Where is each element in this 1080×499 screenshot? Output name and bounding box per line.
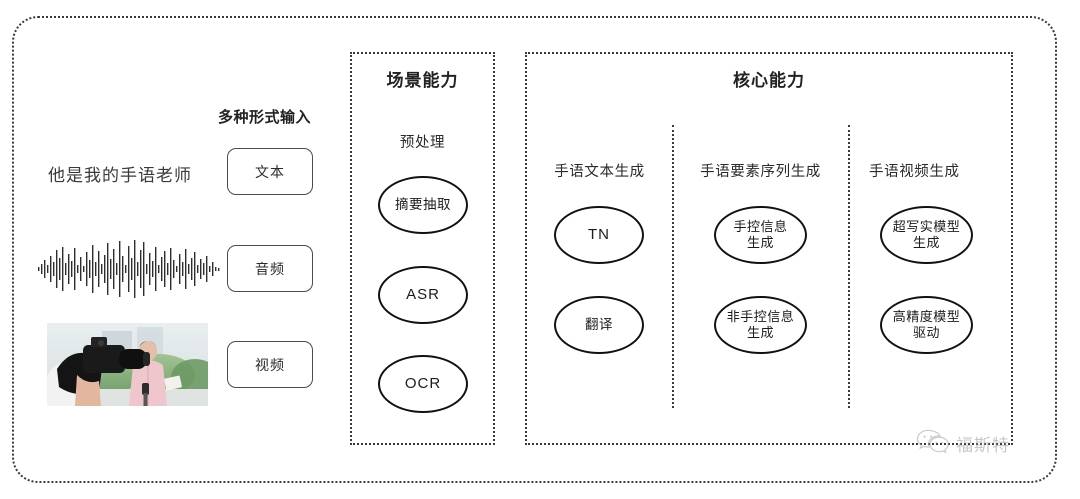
node-hyperrealistic-model-generation[interactable]: 超写实模型 生成 [880,206,973,264]
input-chip-audio-label: 音频 [255,260,285,277]
node-tn[interactable]: TN [554,206,644,264]
watermark: 福斯特 [916,428,1010,459]
node-asr[interactable]: ASR [378,266,468,324]
node-high-precision-model-drive[interactable]: 高精度模型 驱动 [880,296,973,354]
node-translation[interactable]: 翻译 [554,296,644,354]
core-column-label-sign-element-sequence: 手语要素序列生成 [700,164,821,180]
outer-frame [12,16,1057,483]
input-chip-video[interactable]: 视频 [227,341,313,388]
core-divider-2 [848,125,850,408]
video-thumbnail [47,323,208,406]
node-high-precision-model-drive-label: 高精度模型 驱动 [892,309,961,340]
input-chip-text-label: 文本 [255,163,285,180]
node-hyperrealistic-model-generation-label: 超写实模型 生成 [892,219,961,250]
node-manual-signal-generation[interactable]: 手控信息 生成 [714,206,807,264]
node-asr-label: ASR [406,285,440,303]
node-ocr-label: OCR [404,374,442,392]
node-manual-signal-generation-label: 手控信息 生成 [733,219,788,250]
input-sample-text: 他是我的手语老师 [48,166,192,185]
input-chip-video-label: 视频 [255,356,285,373]
node-nonmanual-signal-generation[interactable]: 非手控信息 生成 [714,296,807,354]
scene-capability-panel [350,52,495,445]
node-tn-label: TN [588,225,610,243]
watermark-text: 福斯特 [956,436,1010,455]
node-summary-extraction[interactable]: 摘要抽取 [378,176,468,234]
node-ocr[interactable]: OCR [378,355,468,413]
input-section-heading: 多种形式输入 [218,109,312,126]
core-capability-title: 核心能力 [733,71,805,90]
scene-column-label-preprocess: 预处理 [399,135,446,151]
core-column-label-sign-video-generation: 手语视频生成 [869,164,960,180]
input-chip-text[interactable]: 文本 [227,148,313,195]
node-nonmanual-signal-generation-label: 非手控信息 生成 [726,309,795,340]
wechat-icon [916,428,950,459]
core-divider-1 [672,125,674,408]
core-column-label-sign-text-generation: 手语文本生成 [554,164,645,180]
node-summary-extraction-label: 摘要抽取 [395,196,451,212]
input-chip-audio[interactable]: 音频 [227,245,313,292]
node-translation-label: 翻译 [585,316,613,332]
scene-capability-title: 场景能力 [386,71,459,90]
audio-waveform-icon [36,238,222,300]
core-capability-panel [525,52,1013,445]
